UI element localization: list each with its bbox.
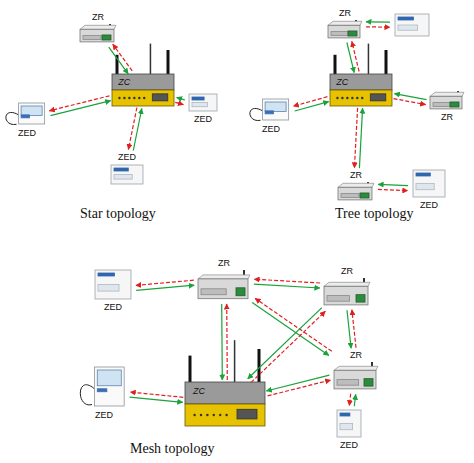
downlink-arrow bbox=[128, 108, 137, 150]
device-label: ZR bbox=[418, 112, 474, 122]
uplink-arrow bbox=[347, 43, 354, 73]
downlink-arrow bbox=[254, 279, 320, 283]
end-device: ZED bbox=[108, 152, 146, 186]
downlink-arrow bbox=[354, 108, 357, 168]
router-device: ZR bbox=[196, 258, 252, 302]
downlink-arrow bbox=[251, 311, 325, 382]
uplink-arrow bbox=[130, 397, 183, 402]
uplink-arrow bbox=[347, 310, 351, 348]
device-label: ZR bbox=[316, 8, 374, 18]
device-label: ZR bbox=[322, 350, 390, 360]
device-label: ZR bbox=[186, 258, 262, 268]
device-label: ZR bbox=[68, 12, 128, 22]
device-label: ZED bbox=[70, 410, 138, 420]
coordinator-device: ZC bbox=[112, 74, 174, 106]
downlink-arrow bbox=[378, 189, 408, 190]
uplink-arrow bbox=[252, 303, 329, 356]
coordinator-device: ZC bbox=[330, 74, 392, 106]
router-device: ZR bbox=[428, 90, 466, 122]
device-illustration bbox=[392, 12, 432, 38]
device-label: ZED bbox=[82, 302, 144, 312]
downlink-arrow bbox=[49, 96, 109, 111]
downlink-arrow bbox=[226, 304, 228, 380]
device-label: ZED bbox=[324, 440, 374, 450]
uplink-arrow bbox=[295, 102, 329, 111]
uplink-arrow bbox=[51, 101, 111, 116]
downlink-arrow bbox=[394, 99, 426, 105]
device-label: ZED bbox=[98, 152, 156, 162]
downlink-arrow bbox=[366, 26, 390, 28]
end-device: ZED bbox=[6, 100, 48, 138]
topology-caption: Star topology bbox=[80, 206, 156, 222]
device-label: ZR bbox=[312, 266, 382, 276]
uplink-arrow bbox=[266, 375, 329, 391]
coordinator-device: ZC bbox=[185, 382, 265, 426]
uplink-arrow bbox=[359, 108, 362, 168]
downlink-arrow bbox=[255, 298, 332, 351]
downlink-arrow bbox=[293, 97, 327, 107]
downlink-arrow bbox=[352, 41, 359, 71]
device-label: ZR bbox=[326, 170, 386, 180]
end-device: ZED bbox=[80, 364, 128, 420]
device-label: ZED bbox=[400, 200, 458, 210]
uplink-arrow bbox=[354, 394, 355, 406]
end-device: ZED bbox=[250, 96, 292, 134]
uplink-arrow bbox=[394, 94, 426, 100]
end-device: ZED bbox=[92, 268, 134, 312]
uplink-arrow bbox=[177, 98, 185, 100]
device-label: ZC bbox=[118, 77, 130, 87]
end-device: ZED bbox=[334, 408, 364, 450]
topology-caption: Mesh topology bbox=[130, 441, 214, 457]
device-label: ZED bbox=[176, 114, 230, 124]
uplink-arrow bbox=[221, 304, 223, 380]
router-device: ZR bbox=[336, 170, 376, 202]
router-device: ZR bbox=[78, 12, 118, 44]
downlink-arrow bbox=[352, 310, 356, 348]
downlink-arrow bbox=[268, 380, 331, 396]
uplink-arrow bbox=[366, 21, 390, 23]
downlink-arrow bbox=[349, 394, 350, 406]
end-device bbox=[392, 12, 432, 38]
device-label: ZED bbox=[0, 128, 58, 138]
downlink-arrow bbox=[136, 280, 194, 285]
device-label: ZED bbox=[240, 124, 302, 134]
router-device: ZR bbox=[326, 8, 364, 40]
device-label: ZC bbox=[193, 386, 205, 396]
uplink-arrow bbox=[378, 184, 408, 185]
downlink-arrow bbox=[175, 102, 183, 104]
uplink-arrow bbox=[136, 285, 194, 290]
end-device: ZED bbox=[410, 168, 448, 210]
router-device: ZR bbox=[322, 266, 372, 308]
router-device: ZR bbox=[332, 350, 380, 392]
uplink-arrow bbox=[133, 109, 142, 151]
downlink-arrow bbox=[130, 392, 183, 397]
uplink-arrow bbox=[254, 284, 320, 288]
end-device: ZED bbox=[186, 92, 220, 124]
device-label: ZC bbox=[336, 77, 348, 87]
topology-caption: Tree topology bbox=[335, 206, 413, 222]
